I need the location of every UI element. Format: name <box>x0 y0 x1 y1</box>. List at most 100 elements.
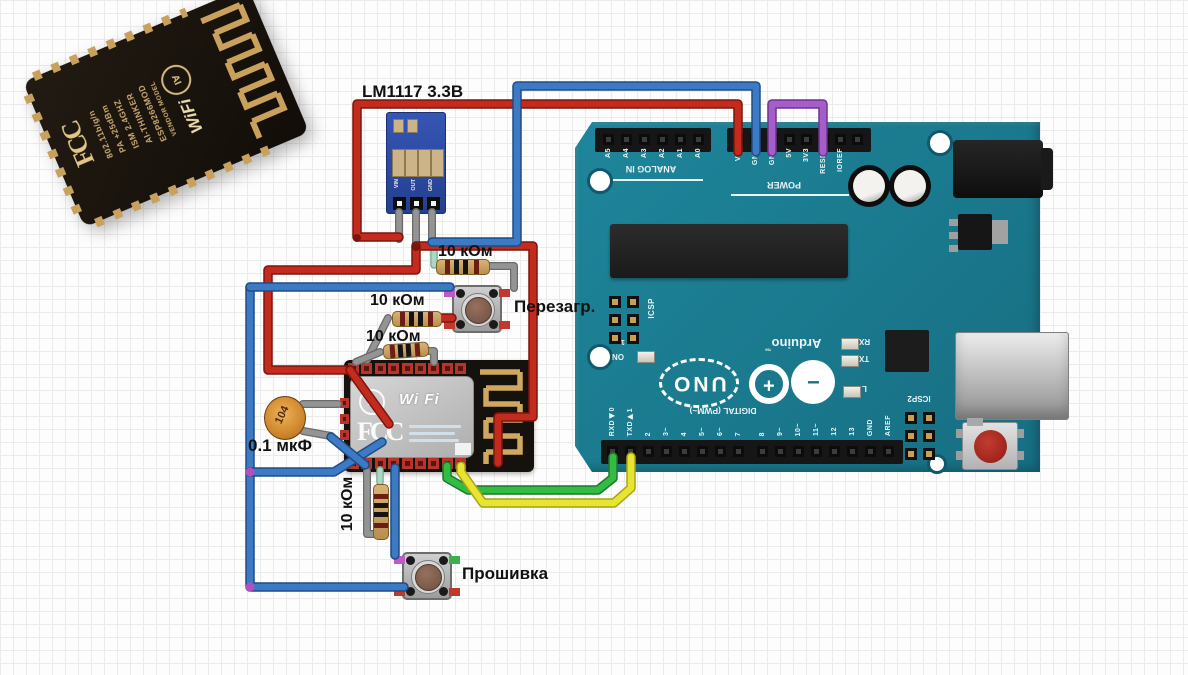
esp-pin-pad <box>415 363 426 374</box>
power-header <box>727 128 871 152</box>
tx-led <box>841 355 859 367</box>
analog-underline <box>601 179 703 181</box>
ceramic-capacitor: 104 <box>264 396 306 440</box>
capacitor-label: 0.1 мкФ <box>248 436 312 455</box>
header-pin <box>733 134 744 145</box>
lm1117-pin-out <box>410 197 423 210</box>
digital-pin-label: AREF <box>885 414 892 436</box>
digital-pin-label: 12 <box>831 427 838 436</box>
digital-pin-label: TXD▶1 <box>627 407 634 436</box>
arduino-brand-tm: ™ <box>764 344 772 351</box>
dc-power-jack-barrel <box>1041 148 1053 190</box>
resistor3-label: 10 кОм <box>366 328 421 345</box>
esp-pin-pad <box>401 363 413 374</box>
analog-pin-label: A5 <box>605 148 612 158</box>
flash-tactile-button <box>394 552 460 600</box>
power-pin-label: IOREF <box>837 148 844 172</box>
analog-pin-label: A3 <box>641 148 648 158</box>
power-pin-label: GND <box>769 148 776 166</box>
esp-side-pad <box>340 414 349 424</box>
lm1117-pin-gnd <box>427 197 440 210</box>
lm1117-pin-label-vin: VIN <box>394 179 400 189</box>
analog-pin-label: A1 <box>677 148 684 158</box>
icsp-pin <box>609 296 621 308</box>
esp12-antenna <box>480 369 523 464</box>
esp-pin-pad <box>348 458 359 469</box>
fcc-logo: FCC <box>357 417 404 446</box>
esp-pin-pad <box>428 363 440 374</box>
regulator-leg <box>949 219 958 226</box>
shield-notch <box>455 443 471 455</box>
digital-pin-label: 6~ <box>717 427 724 436</box>
resistor4-label: 10 кОм <box>339 476 356 532</box>
on-led-label: ON <box>612 352 624 361</box>
esp-pin-pad <box>401 458 413 469</box>
header-pin <box>603 134 614 145</box>
icsp-pin <box>609 314 621 326</box>
esp-pin-pad <box>361 363 373 374</box>
resistor2-label: 10 кОм <box>370 292 425 309</box>
esp-pin-pad <box>374 363 386 374</box>
icsp-pin <box>627 314 639 326</box>
header-pin <box>847 446 858 457</box>
digital-group-label: DIGITAL (PWM~) <box>689 406 757 416</box>
power-group-label: POWER <box>766 180 801 190</box>
electrolytic-capacitor <box>848 165 890 207</box>
digital-header-low <box>601 440 753 464</box>
wifi-logo: Wi Fi <box>399 391 440 408</box>
esp-pin-pad <box>388 458 400 469</box>
digital-pin-label: 9~ <box>777 427 784 436</box>
esp-pin-pad <box>428 458 440 469</box>
icsp-pin <box>905 448 917 460</box>
header-pin <box>811 446 822 457</box>
header-pin <box>625 446 636 457</box>
regulator-leg <box>949 245 958 252</box>
header-pin <box>693 134 704 145</box>
uno-logo-text: UNO <box>671 372 727 395</box>
header-pin <box>793 446 804 457</box>
header-pin <box>715 446 726 457</box>
header-pin <box>775 446 786 457</box>
header-pin <box>643 446 654 457</box>
digital-pin-label: 13 <box>849 427 856 436</box>
mounting-hole <box>587 344 613 370</box>
icsp-pin <box>609 332 621 344</box>
digital-pin-label: 7 <box>735 431 742 436</box>
resistor-10k-1 <box>436 259 490 275</box>
rx-led <box>841 338 859 350</box>
digital-pin-label: 4 <box>681 431 688 436</box>
power-pin-label: GND <box>752 148 759 166</box>
esp-pin-pad <box>441 363 453 374</box>
analog-pin-label: A4 <box>623 148 630 158</box>
rx-led-label: RX <box>859 337 871 346</box>
resistor-10k-2 <box>392 311 442 327</box>
header-pin <box>883 446 894 457</box>
esp-pin-pad <box>374 458 386 469</box>
reset-tactile-button <box>444 285 510 333</box>
regulator-leg <box>949 232 958 239</box>
arduino-uno-board: ANALOG IN POWER DIGITAL (PWM~) ICSP 1 ON <box>575 122 1069 474</box>
header-pin <box>865 446 876 457</box>
header-pin <box>675 134 686 145</box>
voltage-regulator <box>958 214 992 250</box>
header-pin <box>661 446 672 457</box>
header-pin <box>835 134 846 145</box>
icsp-label: ICSP <box>647 298 656 319</box>
digital-header-high <box>751 440 903 464</box>
ai-logo: AI <box>359 389 385 415</box>
esp-side-pad <box>340 430 349 440</box>
usb-controller-chip <box>885 330 929 372</box>
digital-pin-label: RXD◀0 <box>609 406 616 436</box>
lm1117-pin-label-out: OUT <box>411 179 417 191</box>
resistor1-label: 10 кОм <box>438 243 493 260</box>
reset-button-text: Перезагр. <box>514 297 596 316</box>
header-pin <box>818 134 829 145</box>
mounting-hole <box>927 130 953 156</box>
arduino-brand: Arduino™ <box>745 336 841 351</box>
mounting-hole <box>587 168 613 194</box>
wifi-logo: WiFi <box>175 95 207 137</box>
digital-pin-label: 10~ <box>795 422 802 436</box>
power-pin-label: VIN <box>735 148 742 162</box>
power-pin-label: RESET <box>820 148 827 174</box>
icsp-pin1-label: 1 <box>621 338 625 345</box>
